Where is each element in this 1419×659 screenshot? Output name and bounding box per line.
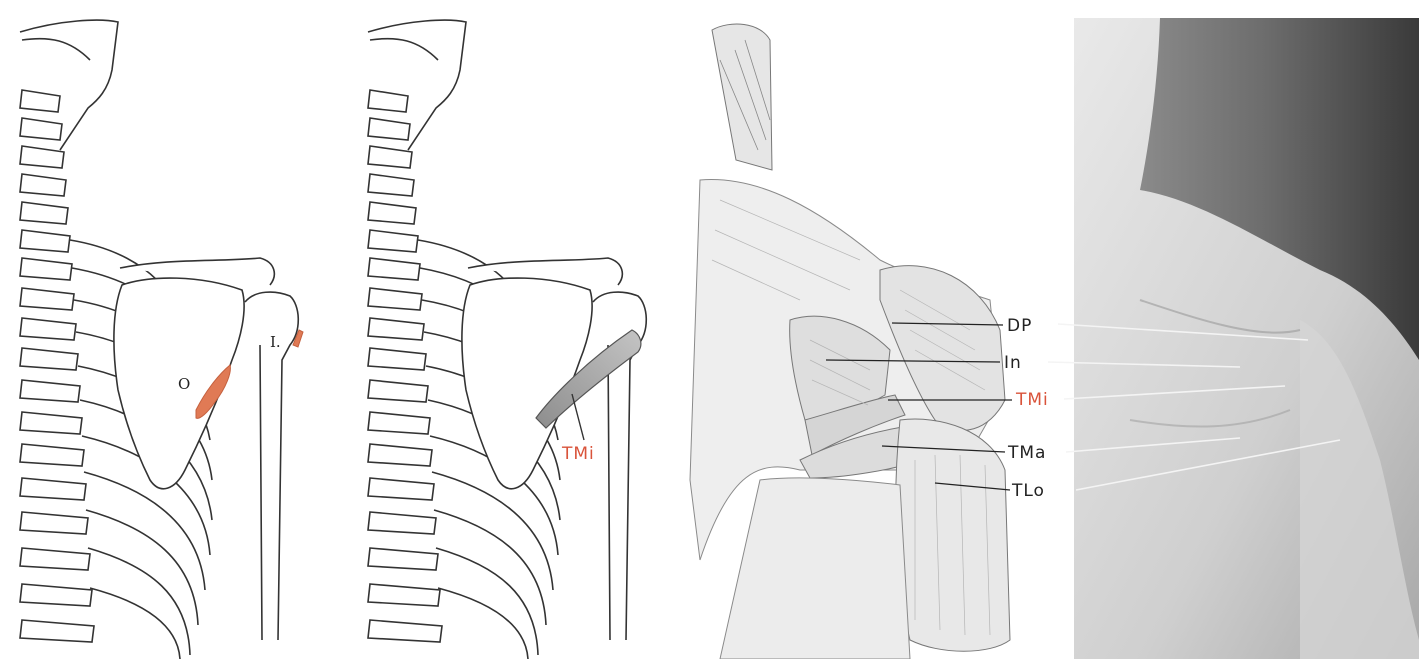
panel-skeleton-origin-insertion — [20, 20, 303, 659]
tmi-skeleton-label: TMi — [561, 444, 595, 464]
label-dp: DP — [1007, 316, 1032, 336]
panel-skeleton-muscle — [368, 20, 646, 659]
label-tlo: TLo — [1011, 481, 1045, 501]
panel-photograph — [1074, 18, 1419, 659]
label-tma: TMa — [1007, 443, 1046, 463]
insertion-label: I. — [270, 333, 281, 351]
label-in: In — [1004, 353, 1022, 373]
label-tmi: TMi — [1015, 390, 1049, 410]
origin-label: O — [178, 375, 190, 393]
spine-column — [20, 90, 94, 642]
triceps-long-head-muscle — [896, 419, 1010, 651]
